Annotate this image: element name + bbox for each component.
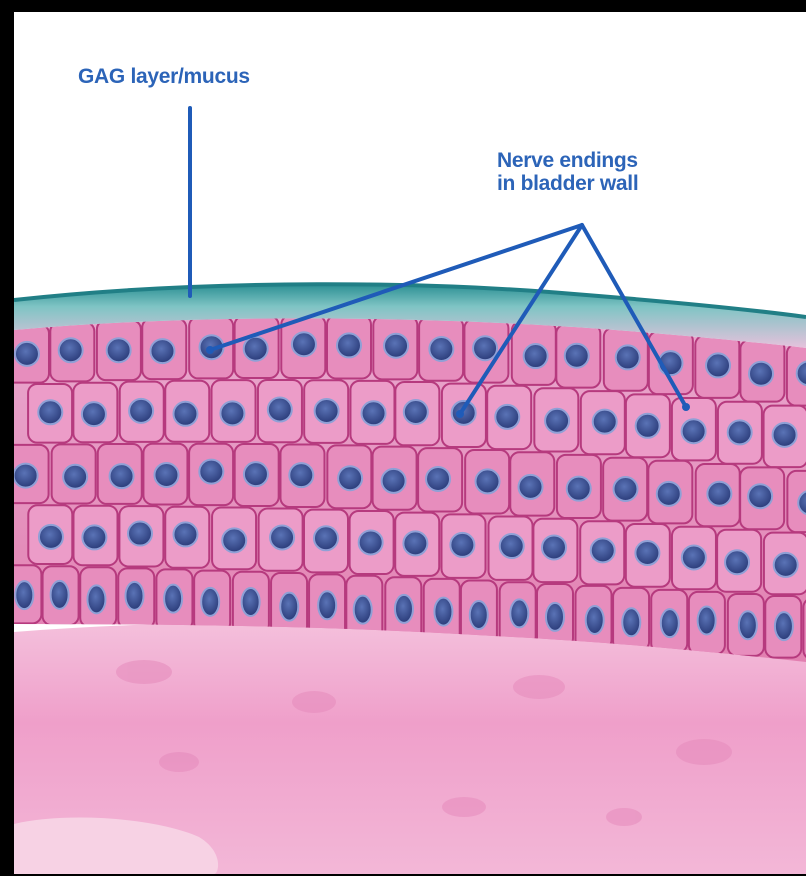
nerve-ending-dot (456, 410, 464, 418)
cell-nucleus (359, 530, 383, 554)
cell-nucleus (38, 400, 62, 424)
cell-nucleus (545, 409, 569, 433)
cell-nucleus (220, 401, 244, 425)
cell-nucleus (542, 535, 566, 559)
cell-nucleus (315, 399, 339, 423)
cell-nucleus (567, 477, 591, 501)
cell-nucleus (661, 609, 679, 637)
cell-nucleus (616, 345, 640, 369)
cell-nucleus (242, 588, 260, 616)
nerve-ending-dot (206, 346, 214, 354)
cell-nucleus (15, 581, 33, 609)
cell-nucleus (586, 606, 604, 634)
cell-nucleus (725, 550, 749, 574)
cell-nucleus (14, 464, 38, 488)
cell-nucleus (429, 337, 453, 361)
cell-nucleus (354, 596, 372, 624)
cell-nucleus (774, 553, 798, 577)
cell-nucleus (775, 612, 793, 640)
cell-nucleus (403, 531, 427, 555)
cell-nucleus (565, 344, 589, 368)
cell-nucleus (519, 475, 543, 499)
cell-nucleus (338, 466, 362, 490)
cell-nucleus (154, 463, 178, 487)
cell-nucleus (476, 469, 500, 493)
cell-nucleus (150, 339, 174, 363)
cell-nucleus (546, 603, 564, 631)
cell-nucleus (318, 591, 336, 619)
cell-nucleus (682, 545, 706, 569)
cell-nucleus (314, 526, 338, 550)
cell-nucleus (635, 541, 659, 565)
cell-nucleus (682, 419, 706, 443)
nerve-ending-dot (682, 403, 690, 411)
cell-nucleus (500, 534, 524, 558)
cell-nucleus (698, 606, 716, 634)
cell-nucleus (614, 477, 638, 501)
cell-nucleus (82, 402, 106, 426)
cell-nucleus (337, 333, 361, 357)
nerve-endings-label-line1: Nerve endings (497, 149, 638, 172)
cell-nucleus (739, 611, 757, 639)
cell-nucleus (244, 462, 268, 486)
cell-nucleus (426, 467, 450, 491)
cell-nucleus (362, 401, 386, 425)
cell-nucleus (87, 585, 105, 613)
cell-nucleus (244, 337, 268, 361)
gag-layer-label: GAG layer/mucus (78, 65, 250, 88)
cell-nucleus (510, 599, 528, 627)
cell-nucleus (59, 338, 83, 362)
nerve-endings-label-line2: in bladder wall (497, 172, 638, 195)
cell-nucleus (773, 423, 797, 447)
nerve-endings-label: Nerve endings in bladder wall (497, 149, 638, 195)
cell-nucleus (706, 353, 730, 377)
cell-nucleus (107, 338, 131, 362)
cell-nucleus (270, 525, 294, 549)
cell-nucleus (173, 402, 197, 426)
cell-nucleus (524, 344, 548, 368)
cell-nucleus (15, 342, 39, 366)
cell-nucleus (382, 469, 406, 493)
cell-nucleus (201, 588, 219, 616)
cell-nucleus (125, 582, 143, 610)
cell-nucleus (591, 538, 615, 562)
cell-nucleus (404, 400, 428, 424)
cell-nucleus (384, 334, 408, 358)
bladder-wall-cross-section (14, 12, 806, 874)
cell-nucleus (434, 598, 452, 626)
cell-nucleus (128, 522, 152, 546)
cell-nucleus (222, 528, 246, 552)
cell-nucleus (636, 414, 660, 438)
cell-nucleus (622, 608, 640, 636)
cell-nucleus (495, 405, 519, 429)
cell-nucleus (728, 420, 752, 444)
cell-nucleus (473, 336, 497, 360)
cell-nucleus (280, 593, 298, 621)
cell-nucleus (51, 581, 69, 609)
cell-nucleus (268, 398, 292, 422)
cell-nucleus (199, 460, 223, 484)
cell-nucleus (450, 533, 474, 557)
cell-nucleus (82, 525, 106, 549)
cell-nucleus (749, 362, 773, 386)
cell-nucleus (289, 463, 313, 487)
cell-nucleus (63, 465, 87, 489)
cell-nucleus (129, 399, 153, 423)
cell-nucleus (39, 525, 63, 549)
cell-nucleus (292, 332, 316, 356)
cell-nucleus (395, 595, 413, 623)
cell-nucleus (707, 482, 731, 506)
cell-nucleus (173, 522, 197, 546)
cell-nucleus (593, 410, 617, 434)
urothelial-cells (14, 316, 806, 660)
cell-nucleus (470, 601, 488, 629)
cell-nucleus (110, 464, 134, 488)
cell-nucleus (164, 585, 182, 613)
bladder-wall-illustration: GAG layer/mucus Nerve endings in bladder… (14, 12, 806, 874)
cell-nucleus (748, 484, 772, 508)
cell-nucleus (657, 482, 681, 506)
